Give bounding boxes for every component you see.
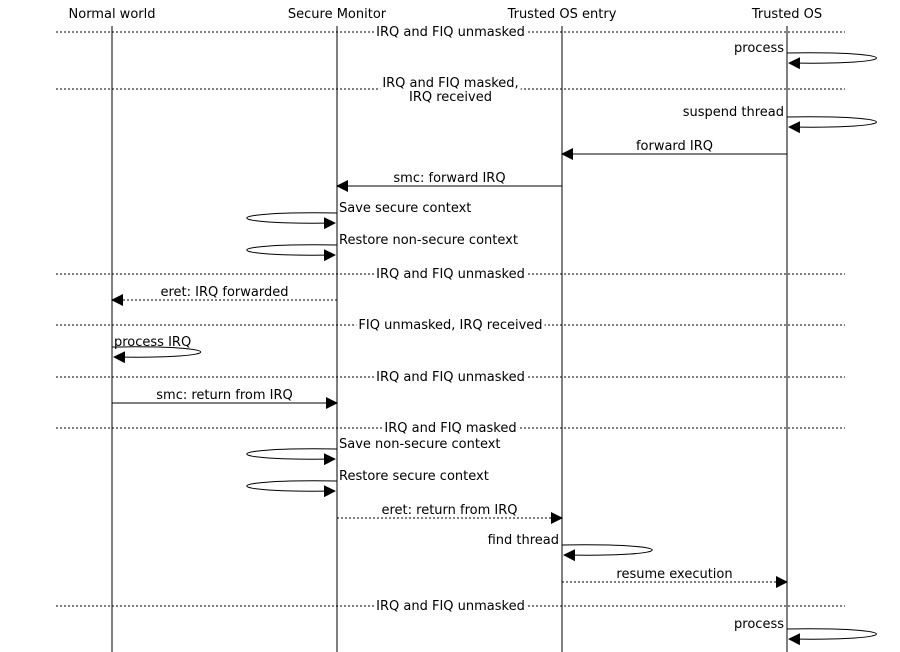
message: forward IRQ <box>561 139 787 160</box>
self-loop-arrow <box>786 52 877 70</box>
self-message-label: Save non-secure context <box>339 437 501 452</box>
self-loop-arrow <box>246 448 338 466</box>
divider-label: IRQ and FIQ unmasked <box>376 267 525 282</box>
participant-header-sm: Secure Monitor <box>288 7 387 22</box>
phase-divider: FIQ unmasked, IRQ received <box>56 318 845 333</box>
self-message-label: process IRQ <box>114 335 191 350</box>
divider-label-bg <box>356 318 545 333</box>
divider-label: IRQ and FIQ masked,IRQ received <box>382 76 518 105</box>
message-label: smc: forward IRQ <box>393 171 505 186</box>
self-message-label: find thread <box>488 533 559 548</box>
self-loop-arrow <box>561 544 653 562</box>
divider-label: IRQ and FIQ unmasked <box>376 599 525 614</box>
message-label: eret: return from IRQ <box>381 503 517 518</box>
message: eret: return from IRQ <box>337 503 563 524</box>
self-message-label: Restore non-secure context <box>339 233 518 248</box>
participant-header-tos: Trusted OS <box>751 7 822 22</box>
phase-divider: IRQ and FIQ unmasked <box>56 267 845 282</box>
phase-divider: IRQ and FIQ unmasked <box>56 25 845 40</box>
self-loop-arrow <box>786 116 877 134</box>
self-message: suspend thread <box>683 105 877 134</box>
divider-label-bg <box>382 421 519 436</box>
divider-label: IRQ and FIQ unmasked <box>376 370 525 385</box>
message-label: smc: return from IRQ <box>156 388 292 403</box>
self-message: Restore secure context <box>246 469 489 498</box>
message: resume execution <box>562 567 788 588</box>
participant-header-nw: Normal world <box>69 7 156 22</box>
self-message: process <box>734 617 877 646</box>
self-message-label: suspend thread <box>683 105 784 120</box>
message: smc: return from IRQ <box>112 388 338 409</box>
message-label: resume execution <box>616 567 732 582</box>
divider-label-bg <box>374 370 527 385</box>
message-label: forward IRQ <box>636 139 713 154</box>
self-message: Save non-secure context <box>246 437 501 466</box>
self-loop-arrow <box>246 212 338 230</box>
phase-divider: IRQ and FIQ masked <box>56 421 845 436</box>
self-loop-arrow <box>111 346 202 364</box>
self-message-label: process <box>734 41 784 56</box>
phase-divider: IRQ and FIQ unmasked <box>56 599 845 614</box>
phase-divider: IRQ and FIQ masked,IRQ received <box>56 76 845 105</box>
self-loop-arrow <box>246 244 338 262</box>
participant-header-te: Trusted OS entry <box>507 7 617 22</box>
divider-label: IRQ and FIQ unmasked <box>376 25 525 40</box>
divider-label-bg <box>374 599 527 614</box>
self-message-label: Save secure context <box>339 201 471 216</box>
message: smc: forward IRQ <box>336 171 562 192</box>
self-loop-arrow <box>246 480 338 498</box>
self-message: find thread <box>488 533 653 562</box>
self-message-label: Restore secure context <box>339 469 489 484</box>
self-message: Save secure context <box>246 201 471 230</box>
phase-divider: IRQ and FIQ unmasked <box>56 370 845 385</box>
divider-label-bg <box>380 76 521 105</box>
self-loop-arrow <box>786 628 877 646</box>
divider-label: FIQ unmasked, IRQ received <box>358 318 542 333</box>
message: eret: IRQ forwarded <box>111 285 337 306</box>
self-message: process <box>734 41 877 70</box>
self-message-label: process <box>734 617 784 632</box>
self-message: Restore non-secure context <box>246 233 518 262</box>
message-label: eret: IRQ forwarded <box>161 285 289 300</box>
divider-label-bg <box>374 267 527 282</box>
self-message: process IRQ <box>111 335 202 364</box>
divider-label: IRQ and FIQ masked <box>384 421 516 436</box>
divider-label-bg <box>374 25 527 40</box>
